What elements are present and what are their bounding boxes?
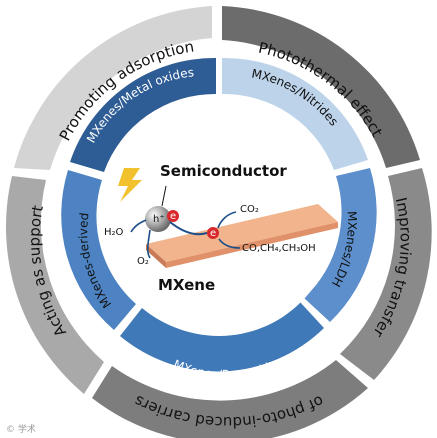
segment-acting-as-support — [5, 176, 104, 394]
o2-reaction-arrow — [146, 229, 151, 259]
segment-promoting-adsorption — [14, 6, 212, 170]
band-metal-oxides — [70, 57, 216, 172]
co2-label: CO₂ — [240, 204, 259, 215]
electron-label-1: e — [170, 211, 176, 222]
products-label: CO,CH₄,CH₃OH — [242, 243, 316, 254]
segment-photoinduced-carriers — [92, 360, 368, 438]
o2-label: O₂ — [137, 256, 149, 267]
segment-improving-transfer — [340, 168, 432, 380]
h2o-label: H₂O — [104, 227, 124, 238]
h2o-reaction-arrow — [130, 219, 147, 233]
semiconductor-pointer — [161, 185, 167, 207]
inner-ring — [61, 57, 377, 372]
semiconductor-label: Semiconductor — [160, 162, 287, 180]
band-derived — [61, 170, 136, 330]
hole-label: h⁺ — [153, 214, 165, 225]
mxene-label: MXene — [158, 276, 215, 294]
co2-reaction-arrow — [217, 211, 237, 229]
electron-circle-1 — [167, 210, 179, 222]
watermark: © 学术 — [6, 423, 36, 435]
electron-transfer-line — [169, 221, 208, 236]
mxene-sheet-front — [166, 222, 338, 268]
semiconductor-ball — [145, 206, 171, 232]
lightning-bolt-icon — [118, 168, 142, 202]
product-reaction-arrow — [218, 238, 241, 249]
center-illustration: h⁺ e e Semiconductor MXene H₂O O₂ CO₂ CO… — [104, 162, 338, 294]
outer-ring — [5, 6, 432, 438]
center-disc — [103, 104, 335, 336]
mxene-sheet-top — [146, 204, 338, 262]
segment-photothermal-effect — [222, 6, 420, 168]
mxene-sheet-side — [146, 244, 166, 268]
electron-circle-2 — [207, 227, 219, 239]
band-ldh — [304, 168, 377, 322]
electron-label-2: e — [210, 228, 216, 239]
band-nitrides — [222, 57, 368, 170]
band-perovskite — [120, 302, 324, 372]
